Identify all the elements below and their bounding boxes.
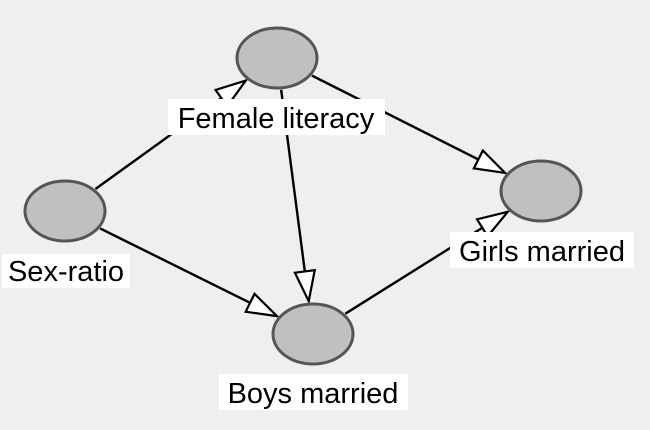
node-female-literacy[interactable]	[235, 26, 319, 90]
label-bg-sex-ratio	[2, 254, 130, 288]
label-bg-girls-married	[450, 232, 634, 268]
nodes-layer	[23, 26, 583, 366]
arrowhead-boys-married-to-girls-married	[475, 209, 511, 239]
label-bg-boys-married	[219, 374, 408, 410]
labels-layer: Female literacy Sex-ratio Girls married …	[2, 99, 634, 410]
label-boys-married: Boys married	[228, 378, 399, 410]
arrowhead-female-literacy-to-girls-married	[472, 148, 509, 175]
edge-female-literacy-to-girls-married	[311, 74, 479, 161]
label-female-literacy: Female literacy	[178, 103, 375, 135]
node-boys-married[interactable]	[271, 302, 355, 366]
arrowhead-sex-ratio-to-boys-married	[243, 291, 281, 318]
label-bg-female-literacy	[168, 99, 385, 135]
label-sex-ratio: Sex-ratio	[8, 256, 124, 288]
node-sex-ratio[interactable]	[23, 179, 107, 243]
arrowhead-female-literacy-to-boys-married	[293, 268, 317, 305]
edge-sex-ratio-to-boys-married	[99, 227, 251, 304]
label-girls-married: Girls married	[459, 236, 625, 268]
node-girls-married[interactable]	[499, 159, 583, 223]
